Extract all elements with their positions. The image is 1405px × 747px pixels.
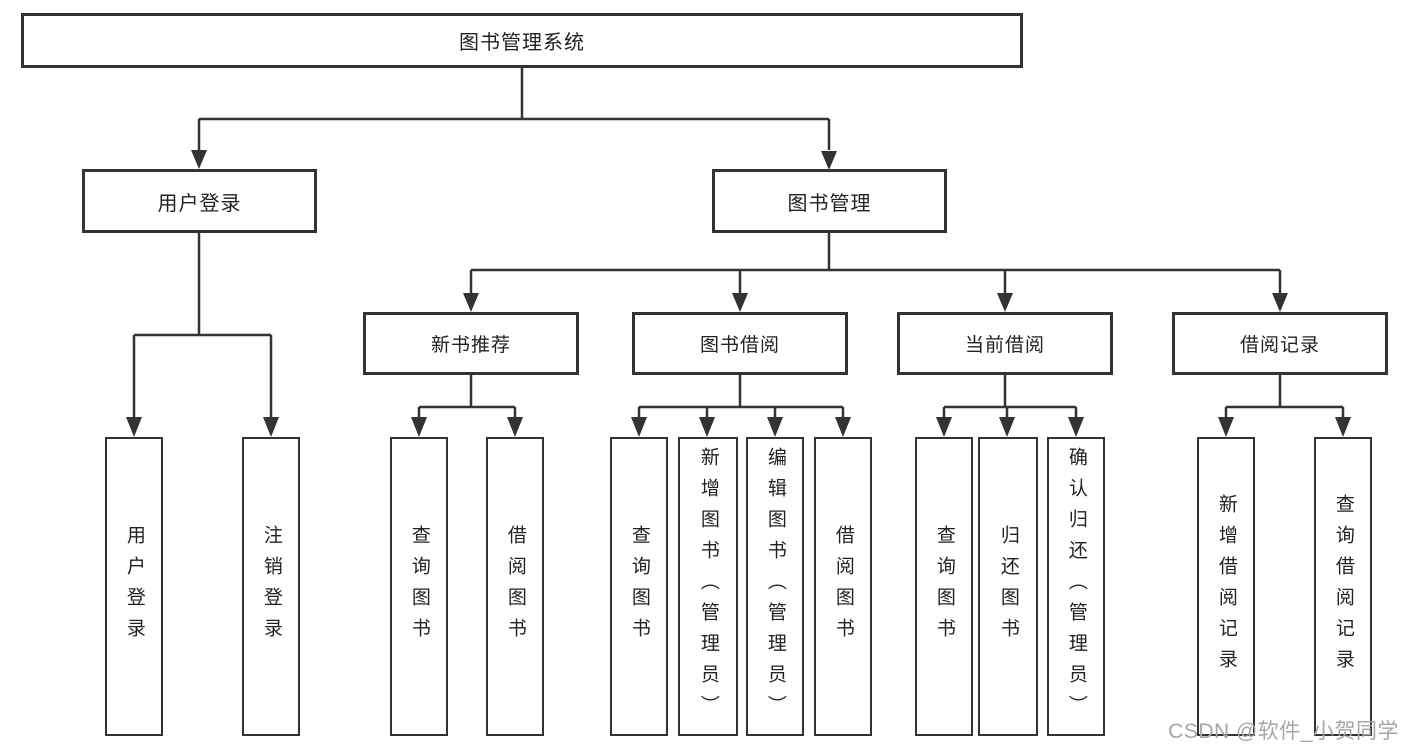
arrowhead-icon — [191, 150, 207, 169]
arrowhead-icons — [126, 150, 1351, 437]
leaf-confirm-return-admin: 确认归还（管理员） — [1047, 437, 1105, 736]
node-root-label: 图书管理系统 — [459, 32, 585, 54]
arrowhead-icon — [732, 293, 748, 312]
arrowhead-icon — [699, 417, 715, 437]
arrowhead-icon — [126, 417, 142, 437]
leaf-return-books: 归还图书 — [978, 437, 1038, 736]
node-borrow-records: 借阅记录 — [1172, 312, 1388, 375]
leaf-add-books-admin-label: 新增图书（管理员） — [697, 447, 719, 726]
node-current-borrow: 当前借阅 — [897, 312, 1113, 375]
node-current-borrow-label: 当前借阅 — [964, 335, 1045, 356]
leaf-borrow-books-label: 借阅图书 — [832, 524, 854, 649]
connector-book-management-fan — [469, 233, 1282, 293]
arrowhead-icon — [631, 417, 647, 437]
node-new-book-recommend-label: 新书推荐 — [430, 335, 511, 356]
leaf-add-borrow-record: 新增借阅记录 — [1197, 437, 1255, 736]
connector-user-login-fan — [132, 233, 273, 418]
node-book-borrow-label: 图书借阅 — [699, 335, 780, 356]
connector-borrow-records-fan — [1224, 375, 1345, 418]
node-new-book-recommend: 新书推荐 — [363, 312, 579, 375]
arrowhead-icon — [463, 293, 479, 312]
connector-book-borrow-fan — [637, 375, 845, 418]
leaf-add-books-admin: 新增图书（管理员） — [678, 437, 738, 736]
leaf-confirm-return-admin-label: 确认归还（管理员） — [1065, 447, 1087, 726]
arrowhead-icon — [1272, 293, 1288, 312]
node-user-login: 用户登录 — [82, 169, 317, 233]
arrowhead-icon — [997, 293, 1013, 312]
connector-current-borrow-fan — [942, 375, 1078, 418]
leaf-user-login: 用户登录 — [105, 437, 163, 736]
leaf-return-books-label: 归还图书 — [997, 524, 1019, 649]
connector-root-fan — [197, 68, 831, 150]
arrowhead-icon — [821, 151, 837, 170]
leaf-query-books-borrow-label: 查询图书 — [628, 524, 650, 649]
arrowhead-icon — [1335, 417, 1351, 437]
leaf-query-books-current-label: 查询图书 — [933, 524, 955, 649]
node-user-login-label: 用户登录 — [157, 192, 242, 215]
arrowhead-icon — [507, 417, 523, 437]
arrowhead-icon — [411, 417, 427, 437]
leaf-borrow-books: 借阅图书 — [814, 437, 872, 736]
leaf-query-borrow-record: 查询借阅记录 — [1314, 437, 1372, 736]
connector-new-book-fan — [417, 375, 517, 418]
arrowhead-icon — [263, 417, 279, 437]
leaf-query-borrow-record-label: 查询借阅记录 — [1332, 493, 1354, 680]
leaf-add-borrow-record-label: 新增借阅记录 — [1215, 493, 1237, 680]
arrowhead-icon — [767, 417, 783, 437]
leaf-borrow-books-recommend-label: 借阅图书 — [504, 524, 526, 649]
arrowhead-icon — [835, 417, 851, 437]
arrowhead-icon — [936, 417, 952, 437]
leaf-query-books-recommend-label: 查询图书 — [408, 524, 430, 649]
arrowhead-icon — [1068, 417, 1084, 437]
leaf-logout: 注销登录 — [242, 437, 300, 736]
leaf-query-books-current: 查询图书 — [915, 437, 973, 736]
arrowhead-icon — [999, 417, 1015, 437]
leaf-query-books-recommend: 查询图书 — [390, 437, 448, 736]
csdn-watermark: CSDN @软件_小贺同学 — [1168, 720, 1399, 743]
node-book-borrow: 图书借阅 — [632, 312, 848, 375]
leaf-edit-books-admin-label: 编辑图书（管理员） — [764, 447, 786, 726]
node-book-management-label: 图书管理 — [787, 192, 872, 215]
leaf-borrow-books-recommend: 借阅图书 — [486, 437, 544, 736]
leaf-logout-label: 注销登录 — [260, 524, 282, 649]
node-root-system: 图书管理系统 — [21, 13, 1023, 68]
leaf-query-books-borrow: 查询图书 — [610, 437, 668, 736]
node-book-management: 图书管理 — [712, 169, 947, 233]
leaf-user-login-label: 用户登录 — [123, 524, 145, 649]
node-borrow-records-label: 借阅记录 — [1239, 335, 1320, 356]
leaf-edit-books-admin: 编辑图书（管理员） — [746, 437, 804, 736]
arrowhead-icon — [1218, 417, 1234, 437]
